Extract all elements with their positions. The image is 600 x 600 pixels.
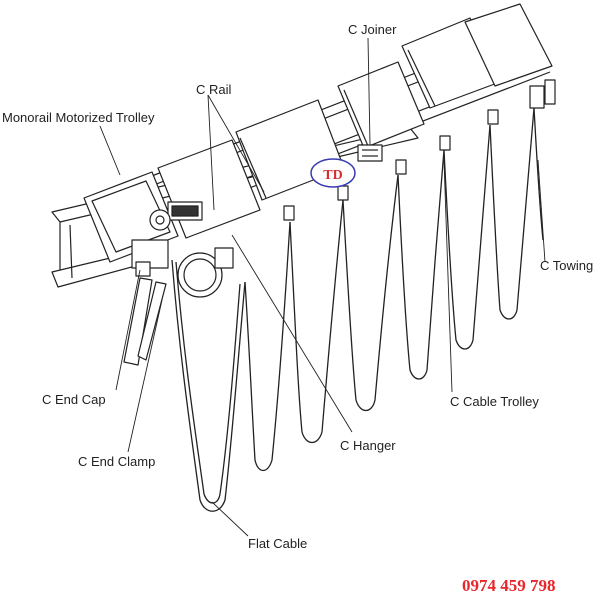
label-c-towing: C Towing (540, 258, 594, 273)
label-c-cable-trolley: C Cable Trolley (450, 394, 539, 409)
td-logo: TD (310, 158, 356, 188)
end-clamp-assembly (123, 239, 234, 366)
contact-phone-number: 0974 459 798 (462, 576, 556, 595)
label-c-rail: C Rail (196, 82, 232, 97)
label-c-end-cap: C End Cap (42, 392, 106, 407)
label-c-end-clamp: C End Clamp (78, 454, 156, 469)
label-leaders (99, 37, 546, 537)
label-monorail-trolley: Monorail Motorized Trolley (2, 110, 155, 125)
svg-text:TD: TD (323, 168, 342, 183)
c-joiner (357, 144, 383, 162)
label-c-hanger: C Hanger (340, 438, 396, 453)
cable-trolleys (283, 79, 556, 221)
motor-trolley (149, 201, 203, 231)
flat-cable-loops (171, 107, 544, 512)
label-flat-cable: Flat Cable (248, 536, 308, 551)
label-c-joiner: C Joiner (348, 22, 397, 37)
